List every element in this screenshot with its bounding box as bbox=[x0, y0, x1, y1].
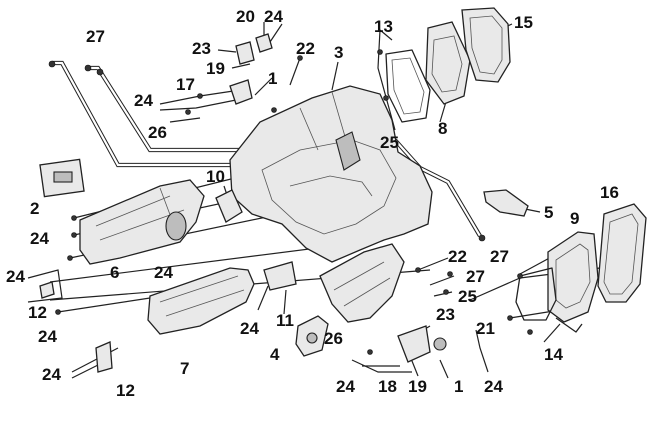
callout-15: 15 bbox=[514, 13, 533, 32]
part-10-clip bbox=[215, 189, 243, 223]
callout-3: 3 bbox=[334, 43, 343, 62]
callout-23-lower: 23 bbox=[436, 305, 455, 324]
part-upper-switch-assembly bbox=[229, 33, 273, 105]
callout-24-center: 24 bbox=[240, 319, 259, 338]
callout-24-left-lower: 24 bbox=[38, 327, 57, 346]
part-2-badge bbox=[39, 158, 85, 198]
callout-24-left-mid: 24 bbox=[30, 229, 49, 248]
callout-19-top: 19 bbox=[206, 59, 225, 78]
part-16-mirror-glass bbox=[597, 203, 647, 303]
callout-13: 13 bbox=[374, 17, 393, 36]
callout-18: 18 bbox=[378, 377, 397, 396]
callout-25-top: 25 bbox=[380, 133, 399, 152]
part-3-front-fairing bbox=[229, 85, 433, 263]
callout-6: 6 bbox=[110, 263, 119, 282]
bolts bbox=[48, 49, 533, 355]
callout-24-far-left: 24 bbox=[6, 267, 25, 286]
callout-26-top: 26 bbox=[148, 123, 167, 142]
callout-27-top-left: 27 bbox=[86, 27, 105, 46]
callout-22-top: 22 bbox=[296, 39, 315, 58]
part-12-lower-fastener-bracket bbox=[95, 341, 113, 373]
part-12-upper-fastener-bracket bbox=[39, 281, 55, 299]
part-lower-switch-assembly bbox=[397, 325, 447, 363]
part-lower-fairing-center bbox=[319, 243, 405, 323]
callout-22-lower: 22 bbox=[448, 247, 467, 266]
callout-8: 8 bbox=[438, 119, 447, 138]
callout-9: 9 bbox=[570, 209, 579, 228]
callout-labels: 27 20 24 23 19 22 3 1 17 24 26 13 15 8 2… bbox=[6, 7, 619, 400]
callout-25-lower: 25 bbox=[458, 287, 477, 306]
leader-lines bbox=[27, 22, 601, 379]
callout-12-lower: 12 bbox=[116, 381, 135, 400]
part-8-instrument-housing bbox=[425, 21, 471, 105]
part-7-lower-side-cover bbox=[147, 267, 255, 335]
callout-7: 7 bbox=[180, 359, 189, 378]
callout-24-bottom-right: 24 bbox=[484, 377, 503, 396]
callout-24-bottom-left: 24 bbox=[42, 365, 61, 384]
callout-10: 10 bbox=[206, 167, 225, 186]
callout-21: 21 bbox=[476, 319, 495, 338]
callout-27-right: 27 bbox=[490, 247, 509, 266]
callout-12-upper: 12 bbox=[28, 303, 47, 322]
part-14-mirror-stay bbox=[515, 267, 583, 333]
callout-17: 17 bbox=[176, 75, 195, 94]
part-9-mirror-housing bbox=[547, 231, 599, 323]
callout-16: 16 bbox=[600, 183, 619, 202]
part-11-bracket bbox=[263, 261, 297, 291]
callout-24-bottom-center: 24 bbox=[336, 377, 355, 396]
callout-26-lower: 26 bbox=[324, 329, 343, 348]
part-6-left-side-cover bbox=[79, 179, 205, 265]
callout-4: 4 bbox=[270, 345, 280, 364]
callout-5: 5 bbox=[544, 203, 553, 222]
callout-23-top: 23 bbox=[192, 39, 211, 58]
callout-2: 2 bbox=[30, 199, 39, 218]
part-4-small-cover bbox=[295, 315, 329, 357]
callout-11: 11 bbox=[276, 311, 294, 330]
callout-24-upper-left: 24 bbox=[134, 91, 153, 110]
callout-20: 20 bbox=[236, 7, 255, 26]
callout-27-lower: 27 bbox=[466, 267, 485, 286]
callout-19-bottom: 19 bbox=[408, 377, 427, 396]
callout-1-bottom: 1 bbox=[454, 377, 463, 396]
part-15-cover-lens bbox=[461, 7, 511, 83]
callout-1-top: 1 bbox=[268, 69, 277, 88]
callout-24-top: 24 bbox=[264, 7, 283, 26]
part-13-seal-plate bbox=[385, 49, 431, 123]
callout-14: 14 bbox=[544, 345, 563, 364]
callout-24-center-left: 24 bbox=[154, 263, 173, 282]
part-5-small-bracket bbox=[483, 189, 529, 217]
